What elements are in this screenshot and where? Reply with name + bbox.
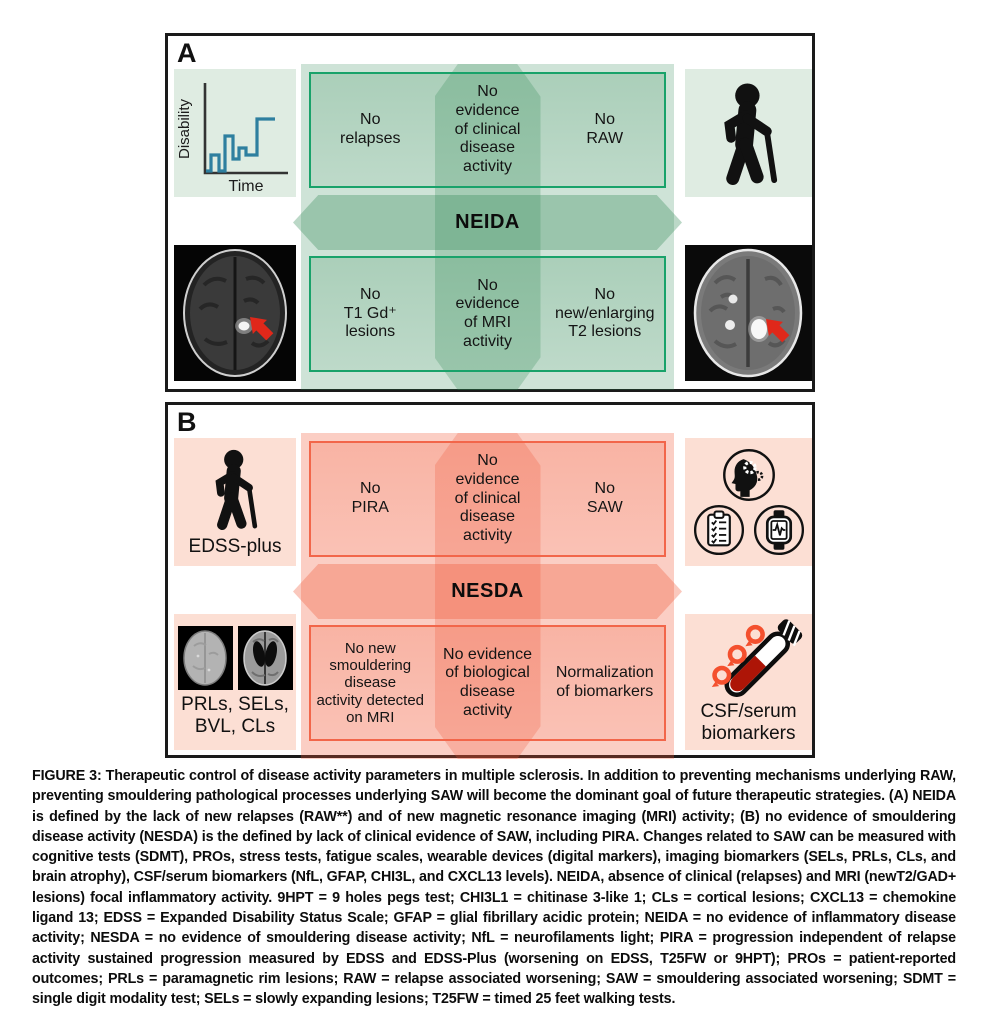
- box-text: No new/enlarging T2 lesions: [554, 285, 655, 341]
- flair-mri-image: [685, 245, 812, 381]
- box-text: Normalization of biomarkers: [555, 664, 654, 700]
- panel-b-label: B: [177, 407, 197, 437]
- box-text: No RAW: [586, 111, 624, 147]
- disability-chart-graphic: Disability Time: [176, 83, 288, 195]
- head-with-gears-icon: [722, 449, 775, 501]
- box-text: No evidence of clinical disease activity: [454, 452, 521, 545]
- chart-xlabel: Time: [229, 178, 264, 195]
- edss-plus-cell: EDSS-plus: [174, 438, 296, 566]
- box-text: No PIRA: [351, 480, 389, 516]
- chart-ylabel: Disability: [176, 98, 193, 159]
- t1-gd-mri-image: [174, 245, 296, 381]
- panel-b: B EDSS-plus No PIRA No: [165, 402, 815, 759]
- box-text: No evidence of MRI activity: [455, 276, 520, 350]
- disability-time-chart: Disability Time: [174, 69, 296, 197]
- box-text: No new smouldering disease activity dete…: [316, 639, 425, 727]
- box-text: No relapses: [340, 111, 401, 147]
- clinical-activity-box: No relapses No evidence of clinical dise…: [309, 72, 666, 188]
- checklist-clipboard-icon: [693, 504, 744, 556]
- nesda-arrow-band: [293, 564, 682, 619]
- box-text: No evidence of biological disease activi…: [443, 645, 532, 719]
- person-with-cane-icon: [215, 450, 258, 531]
- swi-mri-thumbnail: [177, 626, 233, 691]
- csf-serum-biomarkers-cell: CSF/serum biomarkers: [685, 614, 812, 750]
- clinical-saw-box: No PIRA No evidence of clinical disease …: [309, 441, 666, 557]
- patient-cell: [685, 69, 812, 197]
- neida-label: NEIDA: [455, 211, 520, 233]
- csf-serum-label: CSF/serum biomarkers: [700, 701, 797, 744]
- biological-activity-box: No new smouldering disease activity dete…: [309, 625, 666, 741]
- neida-arrow-band: [293, 195, 682, 250]
- mri-activity-box: No T1 Gd⁺ lesions No evidence of MRI act…: [309, 256, 666, 372]
- box-text: No evidence of clinical disease activity: [454, 83, 521, 176]
- box-text: No T1 Gd⁺ lesions: [343, 285, 397, 341]
- axial-t1-mri-graphic: [174, 245, 296, 381]
- imaging-biomarkers-label: PRLs, SELs, BVL, CLs: [181, 694, 289, 737]
- panel-a-label: A: [177, 38, 197, 68]
- lesion-arrow-icon: [250, 317, 274, 341]
- blood-test-tube-icon: [711, 619, 802, 698]
- imaging-biomarkers-cell: PRLs, SELs, BVL, CLs: [174, 614, 296, 750]
- atrophy-mri-thumbnail: [237, 626, 293, 691]
- edss-plus-label: EDSS-plus: [188, 536, 282, 558]
- nesda-label: NESDA: [451, 580, 524, 602]
- digital-markers-cell: [685, 438, 812, 566]
- neida-cross-diagram: No relapses No evidence of clinical dise…: [293, 64, 682, 390]
- figure-caption: FIGURE 3: Therapeutic control of disease…: [32, 768, 957, 1008]
- lesion-arrow-icon: [766, 319, 790, 343]
- smartwatch-icon: [753, 504, 804, 556]
- panel-a: A Disability Time No relapses No evidenc…: [165, 33, 815, 392]
- vertical-band: [434, 433, 541, 759]
- person-with-cane-icon: [723, 83, 777, 185]
- vertical-band: [434, 64, 541, 390]
- axial-flair-mri-graphic: [685, 245, 812, 381]
- box-text: No SAW: [586, 480, 623, 516]
- nesda-cross-diagram: No PIRA No evidence of clinical disease …: [293, 433, 682, 759]
